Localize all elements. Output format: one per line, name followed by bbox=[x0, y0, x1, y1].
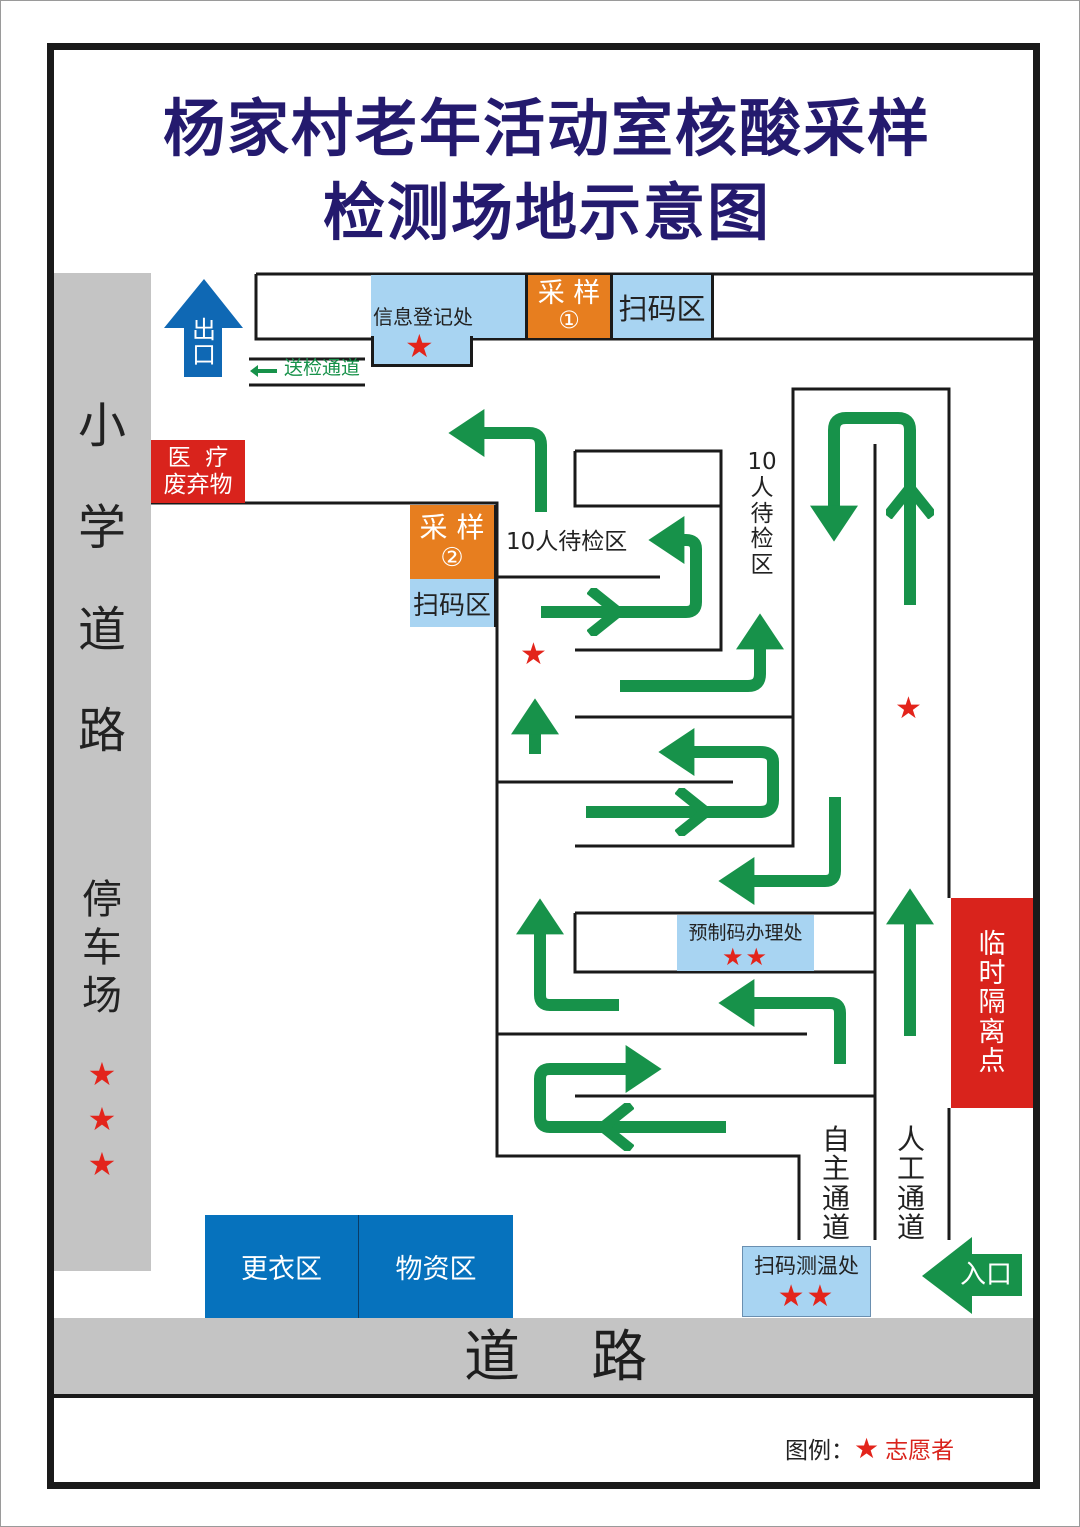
self-channel-char: 自 bbox=[821, 1123, 850, 1156]
precode-office: 预制码办理处 ★★ bbox=[677, 915, 814, 971]
bottom-road-label: 道 路 bbox=[464, 1325, 648, 1390]
changing-room: 更衣区 bbox=[205, 1215, 359, 1318]
manual-channel-char: 道 bbox=[896, 1211, 925, 1245]
parking-volunteer-stars: ★★★ bbox=[87, 1055, 117, 1183]
waiting-char: 10 bbox=[747, 449, 777, 475]
waiting-zone-label: 10人待检区 bbox=[506, 529, 628, 555]
flow-arrow bbox=[620, 613, 784, 692]
precode-row bbox=[573, 911, 875, 974]
legend-star-icon: ★ bbox=[854, 1432, 880, 1465]
flow-arrow bbox=[516, 898, 619, 1011]
waiting-zone-box bbox=[573, 449, 723, 652]
delivery-channel-label: 送检通道 bbox=[284, 357, 361, 379]
flow-arrow bbox=[718, 979, 846, 1064]
precode-office-label: 预制码办理处 bbox=[688, 921, 803, 944]
waiting-zone-vertical-label: 10 人 待 检 区 bbox=[742, 449, 782, 579]
scan-temperature-office: 扫码测温处 ★★ bbox=[742, 1246, 871, 1317]
scan-zone-1: 扫码区 bbox=[613, 275, 714, 338]
sampling-station-2: 采 样 ② bbox=[410, 505, 497, 580]
manual-channel-char: 通 bbox=[896, 1181, 925, 1215]
self-channel-char: 主 bbox=[821, 1152, 850, 1186]
parking-char: 场 bbox=[82, 973, 122, 1019]
changing-room-label: 更衣区 bbox=[241, 1254, 322, 1285]
legend: 图例：★志愿者 bbox=[785, 1435, 954, 1463]
sampling-1-number: ① bbox=[558, 306, 580, 335]
inner-box-left bbox=[791, 387, 951, 898]
school-road bbox=[54, 273, 151, 1271]
map-title-line-2: 检测场地示意图 bbox=[322, 176, 771, 249]
isolation-char: 点 bbox=[978, 1045, 1006, 1077]
sampling-1-label: 采 样 bbox=[537, 277, 601, 309]
medical-waste-label-1: 医 疗 bbox=[167, 445, 229, 472]
supplies-room: 物资区 bbox=[359, 1215, 513, 1318]
scan-zone-2-label: 扫码区 bbox=[412, 590, 491, 621]
sampling-station-1: 采 样 ① bbox=[525, 275, 613, 338]
self-channel-char: 道 bbox=[821, 1211, 850, 1245]
self-channel-char: 通 bbox=[821, 1181, 850, 1215]
exit-label: 出口 bbox=[192, 316, 216, 370]
waiting-char: 检 bbox=[750, 526, 774, 553]
isolation-char: 临 bbox=[978, 929, 1006, 961]
precode-volunteer-stars: ★★ bbox=[721, 942, 770, 971]
scan-zone-1-label: 扫码区 bbox=[618, 291, 706, 326]
road-char: 路 bbox=[78, 703, 127, 760]
aisle-volunteer-star-right: ★ bbox=[895, 691, 922, 726]
info-registration-area bbox=[371, 275, 525, 338]
self-service-channel-label: 自 主 通 道 bbox=[817, 1125, 855, 1243]
isolation-char: 隔 bbox=[978, 987, 1006, 1019]
waiting-char: 区 bbox=[750, 552, 774, 578]
bottom-road-edge bbox=[54, 1394, 1033, 1398]
parking-char: 车 bbox=[82, 925, 122, 971]
exit-arrow-icon bbox=[164, 279, 243, 377]
road-char: 小 bbox=[78, 398, 127, 454]
legend-prefix: 图例： bbox=[785, 1438, 854, 1464]
bottom-road bbox=[54, 1318, 1033, 1396]
info-volunteer-star: ★ bbox=[405, 327, 434, 365]
isolation-char: 时 bbox=[978, 958, 1006, 990]
manual-channel-char: 工 bbox=[896, 1152, 925, 1186]
aisle-volunteer-star-left: ★ bbox=[520, 637, 547, 672]
legend-volunteer-label: 志愿者 bbox=[885, 1438, 955, 1464]
waiting-char: 人 bbox=[750, 474, 774, 501]
flow-arrow bbox=[586, 728, 779, 818]
road-char: 学 bbox=[78, 499, 127, 556]
building-left-edge bbox=[151, 501, 801, 1240]
isolation-char: 离 bbox=[978, 1016, 1006, 1048]
isolation-label: 临 时 隔 离 点 bbox=[979, 930, 1006, 1076]
scan-temperature-label: 扫码测温处 bbox=[754, 1254, 859, 1278]
delivery-left-arrow-icon bbox=[250, 365, 277, 377]
aisle-line bbox=[575, 715, 795, 848]
map-title-line-1: 杨家村老年活动室核酸采样 bbox=[162, 92, 931, 165]
manual-channel-char: 人 bbox=[896, 1123, 925, 1156]
entrance-arrow-icon bbox=[922, 1237, 1022, 1314]
flow-arrow bbox=[718, 797, 841, 905]
info-registration-label: 信息登记处 bbox=[373, 305, 473, 329]
scan-temperature-volunteer-stars: ★★ bbox=[777, 1279, 836, 1314]
sampling-2-number: ② bbox=[440, 542, 464, 573]
entrance-label: 入口 bbox=[960, 1260, 1013, 1290]
flow-arrow bbox=[810, 412, 916, 605]
medical-waste-area: 医 疗 废弃物 bbox=[151, 440, 245, 503]
parking-char: 停 bbox=[82, 877, 122, 923]
school-road-label: 小 学 道 路 bbox=[78, 398, 127, 760]
temporary-isolation-point: 临 时 隔 离 点 bbox=[951, 898, 1033, 1108]
medical-waste-label-2: 废弃物 bbox=[163, 471, 233, 498]
parking-lot-label: 停 车 场 bbox=[80, 876, 124, 1020]
road-char: 道 bbox=[78, 601, 127, 658]
flow-arrow bbox=[534, 1045, 726, 1133]
delivery-channel-lines bbox=[249, 357, 365, 387]
supplies-room-label: 物资区 bbox=[395, 1254, 477, 1285]
info-registration-area-lower bbox=[371, 336, 473, 367]
manual-channel-label: 人 工 通 道 bbox=[892, 1125, 930, 1243]
sampling-2-label: 采 样 bbox=[419, 510, 485, 544]
flow-arrow bbox=[541, 516, 702, 618]
scan-zone-2: 扫码区 bbox=[410, 579, 497, 627]
flow-arrow bbox=[448, 409, 547, 512]
waiting-char: 待 bbox=[750, 500, 774, 527]
top-corridor-outline bbox=[254, 272, 1034, 341]
